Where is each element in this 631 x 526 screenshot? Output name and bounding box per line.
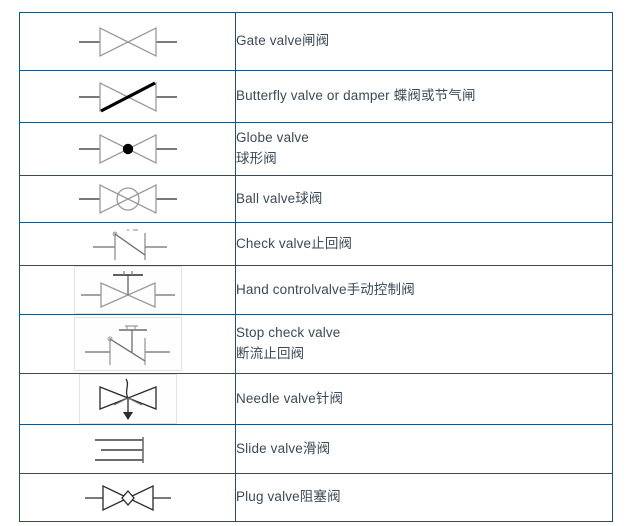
needle-valve-symbol (20, 374, 235, 424)
valve-symbol-table: Gate valve闸阀 (19, 12, 613, 522)
valve-label: Butterfly valve or damper 蝶阀或节气闸 (236, 88, 476, 104)
label-cell: Slide valve滑阀 (235, 424, 613, 474)
table-row: Gate valve闸阀 (19, 12, 613, 71)
label-cell: Butterfly valve or damper 蝶阀或节气闸 (235, 70, 613, 123)
valve-label: Check valve止回阀 (236, 235, 353, 251)
symbol-cell (19, 175, 236, 223)
label-cell: Gate valve闸阀 (235, 12, 613, 71)
label-cell: Ball valve球阀 (235, 175, 613, 223)
symbol-frame (73, 317, 182, 371)
valve-label-cn: 断流止回阀 (236, 346, 305, 361)
valve-label: Ball valve球阀 (236, 190, 323, 206)
gate-valve-symbol (20, 23, 235, 61)
butterfly-valve-symbol (20, 78, 235, 116)
table-row: Stop check valve 断流止回阀 (19, 314, 613, 374)
table-row: Ball valve球阀 (19, 175, 613, 223)
symbol-cell (19, 424, 236, 474)
plug-valve-symbol (20, 479, 235, 517)
label-cell: Plug valve阻塞阀 (235, 473, 613, 522)
valve-table-body: Gate valve闸阀 (19, 12, 613, 522)
stop-check-valve-symbol (20, 317, 235, 371)
symbol-cell (19, 314, 236, 374)
symbol-cell (19, 265, 236, 315)
ball-valve-symbol (20, 180, 235, 218)
table-row: Hand controlvalve手动控制阀 (19, 265, 613, 315)
label-cell: Globe valve 球形阀 (235, 122, 613, 176)
symbol-cell (19, 222, 236, 266)
table-row: Plug valve阻塞阀 (19, 473, 613, 522)
symbol-frame (73, 266, 182, 314)
label-cell: Stop check valve 断流止回阀 (235, 314, 613, 374)
valve-label: Slide valve滑阀 (236, 440, 331, 456)
symbol-cell (19, 122, 236, 176)
valve-label: Gate valve闸阀 (236, 33, 330, 49)
label-cell: Needle valve针阀 (235, 373, 613, 425)
valve-label: Plug valve阻塞阀 (236, 489, 341, 505)
table-row: Needle valve针阀 (19, 373, 613, 425)
symbol-cell (19, 473, 236, 522)
valve-label-cn: 球形阀 (236, 151, 277, 166)
table-row: Globe valve 球形阀 (19, 122, 613, 176)
symbol-cell (19, 373, 236, 425)
table-row: Butterfly valve or damper 蝶阀或节气闸 (19, 70, 613, 123)
valve-label: Stop check valve (236, 325, 341, 341)
symbol-cell (19, 70, 236, 123)
symbol-cell (19, 12, 236, 71)
valve-label: Globe valve (236, 130, 309, 146)
check-valve-symbol (20, 224, 235, 264)
label-cell: Hand controlvalve手动控制阀 (235, 265, 613, 315)
valve-label: Hand controlvalve手动控制阀 (236, 281, 415, 297)
symbol-frame (78, 374, 177, 424)
table-row: Check valve止回阀 (19, 222, 613, 266)
hand-control-valve-symbol (20, 266, 235, 314)
valve-symbol-table-container: Gate valve闸阀 (19, 12, 613, 522)
slide-valve-symbol (20, 431, 235, 467)
label-cell: Check valve止回阀 (235, 222, 613, 266)
valve-label: Needle valve针阀 (236, 390, 344, 406)
globe-valve-symbol (20, 130, 235, 168)
table-row: Slide valve滑阀 (19, 424, 613, 474)
